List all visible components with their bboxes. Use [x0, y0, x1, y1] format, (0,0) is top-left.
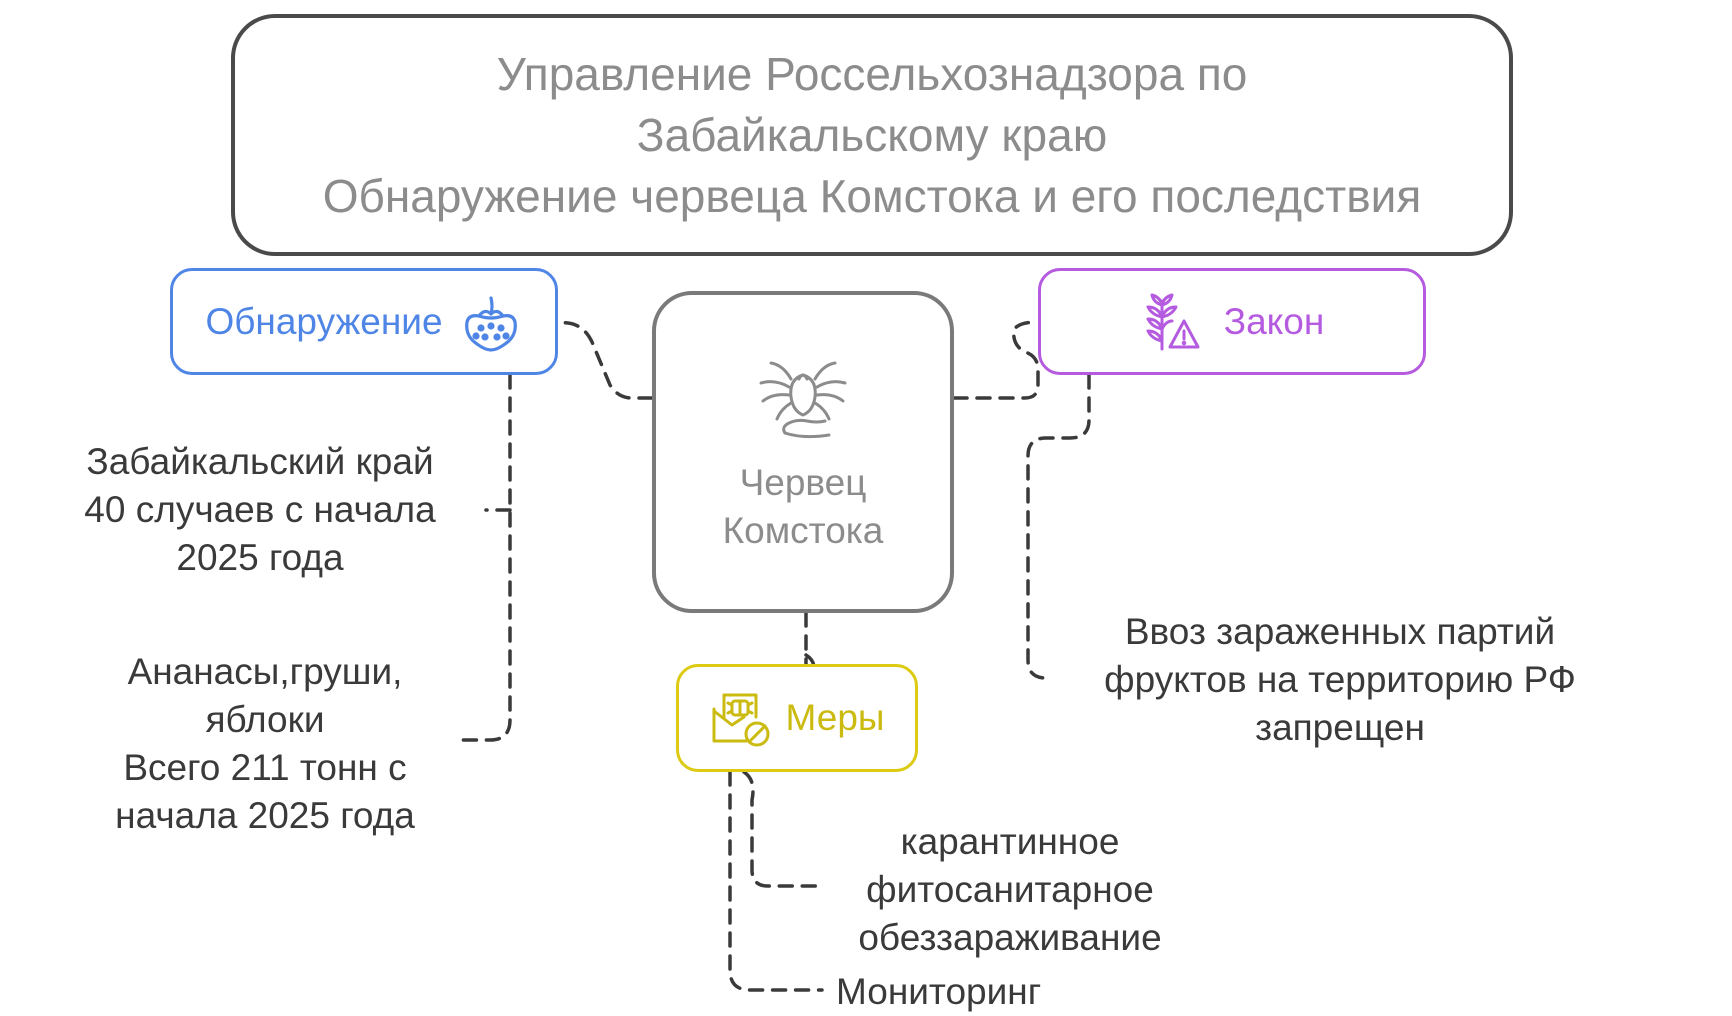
measures-note-2-line-1: Мониторинг [836, 971, 1042, 1012]
node-detection: Обнаружение [170, 268, 558, 375]
node-law-label: Закон [1223, 300, 1325, 342]
connector-measures-note-2 [728, 770, 824, 992]
connector-center-measures [804, 611, 816, 670]
measures-note-1-line-3: обеззараживание [858, 917, 1162, 958]
detection-note-1-line-2: 40 случаев с начала [84, 489, 436, 530]
diagram-title: Управление Россельхознадзора по Забайкал… [231, 14, 1513, 256]
law-note-1-line-2: фруктов на территорию РФ [1104, 659, 1576, 700]
detection-note-2-line-2: яблоки [205, 699, 325, 740]
law-note-1: Ввоз зараженных партий фруктов на террит… [1080, 608, 1600, 752]
detection-note-2: Ананасы,груши, яблоки Всего 211 тонн с н… [70, 648, 460, 840]
measures-note-1-line-2: фитосанитарное [866, 869, 1154, 910]
connector-law-note [1026, 373, 1091, 680]
strawberry-icon [459, 292, 523, 352]
law-note-1-line-3: запрещен [1255, 707, 1425, 748]
title-line-2: Забайкальскому краю [636, 108, 1108, 161]
measures-note-1: карантинное фитосанитарное обеззараживан… [830, 818, 1190, 962]
wheat-warning-icon [1140, 291, 1202, 353]
center-label-line-1: Червец [739, 462, 867, 503]
connector-center-detection [556, 320, 654, 400]
detection-note-2-line-1: Ананасы,груши, [127, 651, 403, 692]
connector-detection-notes [461, 373, 512, 742]
node-center: Червец Комстока [652, 291, 954, 613]
no-bug-envelope-icon [710, 687, 772, 749]
center-label-line-2: Комстока [722, 510, 884, 551]
detection-note-1: Забайкальский край 40 случаев с начала 2… [40, 438, 480, 582]
title-line-3: Обнаружение червеца Комстока и его после… [322, 169, 1422, 222]
detection-note-2-line-4: начала 2025 года [115, 795, 415, 836]
node-law: Закон [1038, 268, 1426, 375]
detection-note-2-line-3: Всего 211 тонн с [123, 747, 407, 788]
node-detection-label: Обнаружение [205, 300, 443, 342]
node-measures-label: Меры [785, 697, 885, 738]
connector-center-law [952, 320, 1040, 400]
detection-note-1-line-3: 2025 года [176, 537, 344, 578]
insect-on-hand-icon [759, 361, 847, 439]
detection-note-1-line-1: Забайкальский край [86, 441, 434, 482]
title-line-1: Управление Россельхознадзора по [496, 47, 1248, 100]
measures-note-1-line-1: карантинное [900, 821, 1120, 862]
connector-measures-note-1 [742, 770, 824, 888]
law-note-1-line-1: Ввоз зараженных партий [1124, 611, 1556, 652]
node-measures: Меры [676, 664, 918, 772]
measures-note-2: Мониторинг [836, 968, 1041, 1016]
